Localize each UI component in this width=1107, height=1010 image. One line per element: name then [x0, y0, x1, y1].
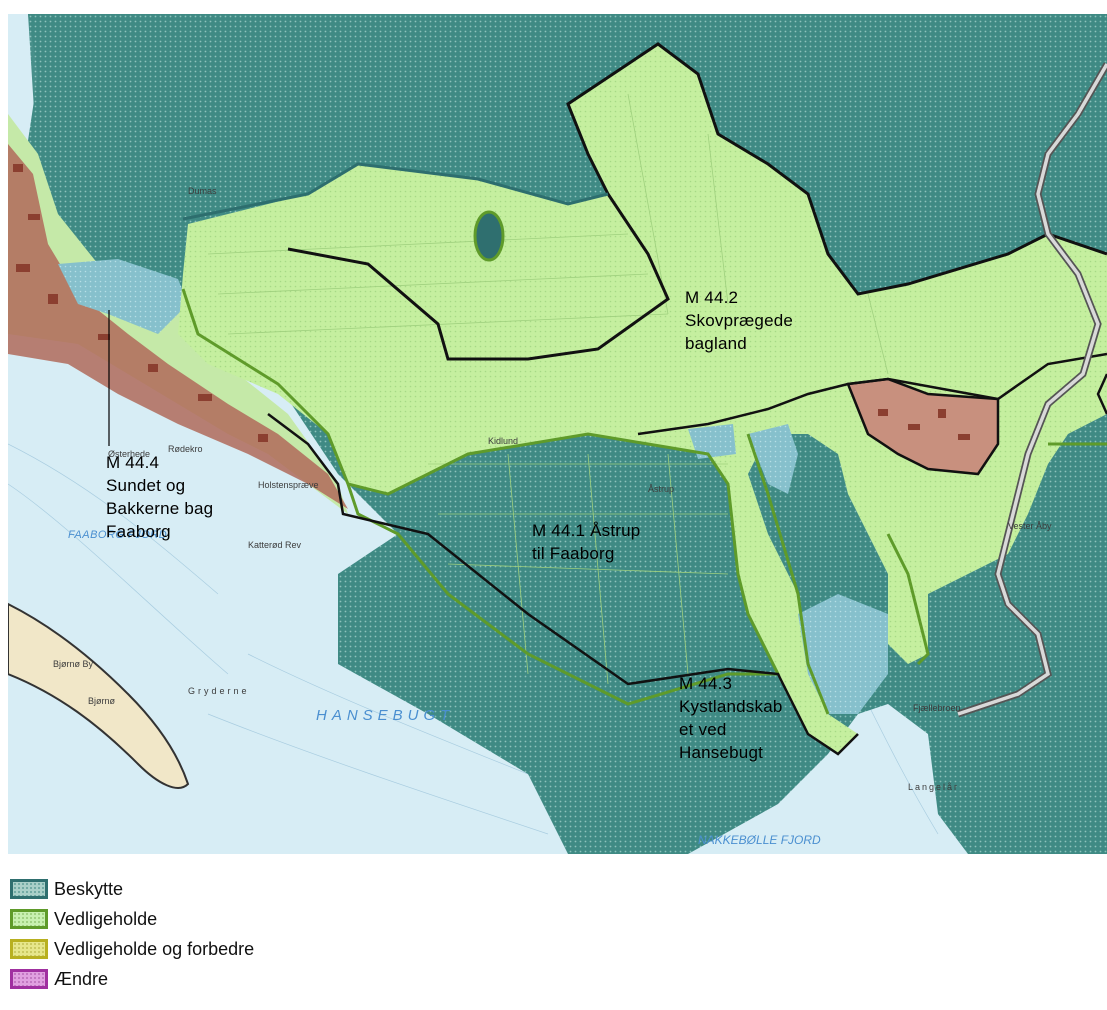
- zone-label-line: Sundet og: [106, 476, 186, 495]
- small-oval-lake: [473, 210, 505, 262]
- legend-label: Vedligeholde: [54, 908, 158, 929]
- legend-item-aendre: Ændre: [10, 964, 254, 994]
- dotted-purple-swatch-icon: [10, 969, 48, 989]
- zone-label-line: Hansebugt: [679, 743, 764, 762]
- vester-aby-buildings: [878, 409, 970, 440]
- zone-label-line: et ved: [679, 720, 727, 739]
- zone-label-m44-1: M 44.1 Åstrup til Faaborg: [532, 519, 640, 565]
- vedligeholde-area: [178, 44, 1107, 754]
- faaborg-inlet: [58, 259, 188, 334]
- north-teal-boundary: [182, 162, 609, 221]
- east-edge-boundary: [1096, 373, 1107, 415]
- dotted-teal-swatch-icon: [10, 879, 48, 899]
- place-langelar: Langelår: [908, 782, 959, 792]
- m44-3-green-boundary: [746, 433, 830, 715]
- place-gryderne: Gryderne: [188, 686, 250, 696]
- map-svg: Østerhede Rødekro Holstenspræve Katterød…: [8, 14, 1107, 854]
- place-osterhede: Østerhede: [108, 449, 150, 459]
- legend-item-vedligeholde-og-forbedre: Vedligeholde og forbedre: [10, 934, 254, 964]
- place-katterad-rev: Katterød Rev: [248, 540, 302, 550]
- zone-label-line: Faaborg: [106, 522, 171, 541]
- east-boundary: [637, 352, 1107, 436]
- place-rodekro: Rødekro: [168, 444, 203, 454]
- forest-area-north: [28, 14, 598, 274]
- zone-label-line: M 44.2: [685, 288, 739, 307]
- place-dumas: Dumas: [188, 186, 217, 196]
- place-bjorno-by: Bjørnø By: [53, 659, 94, 669]
- m44-1-boundary: [181, 288, 781, 706]
- place-holstensprave: Holstenspræve: [258, 480, 319, 490]
- map-legend: Beskytte Vedligeholde Vedligeholde og fo…: [10, 874, 254, 994]
- legend-label: Vedligeholde og forbedre: [54, 938, 255, 959]
- vester-aby-town: [846, 377, 1000, 476]
- legend-label: Ændre: [54, 968, 109, 989]
- zone-label-line: Kystlandskab: [679, 697, 783, 716]
- dotted-yellow-swatch-icon: [10, 939, 48, 959]
- map[interactable]: Østerhede Rødekro Holstenspræve Katterød…: [8, 14, 1107, 854]
- coast-boundary: [267, 413, 859, 756]
- zone-label-m44-3: M 44.3 Kystlandskab et ved Hansebugt: [679, 672, 783, 764]
- place-astrup: Åstrup: [648, 484, 674, 494]
- zone-label-line: til Faaborg: [532, 544, 615, 563]
- place-fjaellebroen: Fjællebroen: [913, 703, 961, 713]
- water-nakkebolle-fjord: NAKKEBØLLE FJORD: [698, 833, 821, 847]
- m44-2-boundary: [287, 42, 1107, 361]
- lake-small: [688, 424, 736, 459]
- main-road: [957, 63, 1107, 716]
- water-faaborg-fjord: FAABORG FJORD: [68, 529, 167, 541]
- bjorno-island: [8, 602, 190, 789]
- east-green-boundary: [886, 533, 930, 666]
- town-buildings: [13, 164, 268, 442]
- depth-contours: [8, 443, 939, 835]
- place-vester-aby: Vester Åby: [1008, 521, 1052, 531]
- legend-label: Beskytte: [54, 878, 124, 899]
- zone-label-line: Bakkerne bag: [106, 499, 214, 518]
- zone-label-line: Skovprægede: [685, 311, 794, 330]
- legend-item-vedligeholde: Vedligeholde: [10, 904, 254, 934]
- zone-label-line: bagland: [685, 334, 747, 353]
- dotted-green-swatch-icon: [10, 909, 48, 929]
- zone-label-m44-4: M 44.4 Sundet og Bakkerne bag Faaborg: [106, 451, 213, 543]
- legend-item-beskytte: Beskytte: [10, 874, 254, 904]
- zone-label-line: M 44.1 Åstrup: [532, 521, 641, 540]
- zone-label-line: M 44.3: [679, 674, 733, 693]
- field-lines: [207, 93, 889, 685]
- lake-east: [748, 424, 798, 494]
- place-bjorno: Bjørnø: [88, 696, 116, 706]
- faaborg-town: [8, 144, 348, 509]
- place-kidlund: Kidlund: [488, 436, 518, 446]
- zone-label-m44-2: M 44.2 Skovprægede bagland: [685, 286, 793, 355]
- zone-label-line: M 44.4: [106, 453, 160, 472]
- lake-south-east: [798, 594, 888, 714]
- water-hansebugt: HANSEBUGT: [316, 707, 454, 724]
